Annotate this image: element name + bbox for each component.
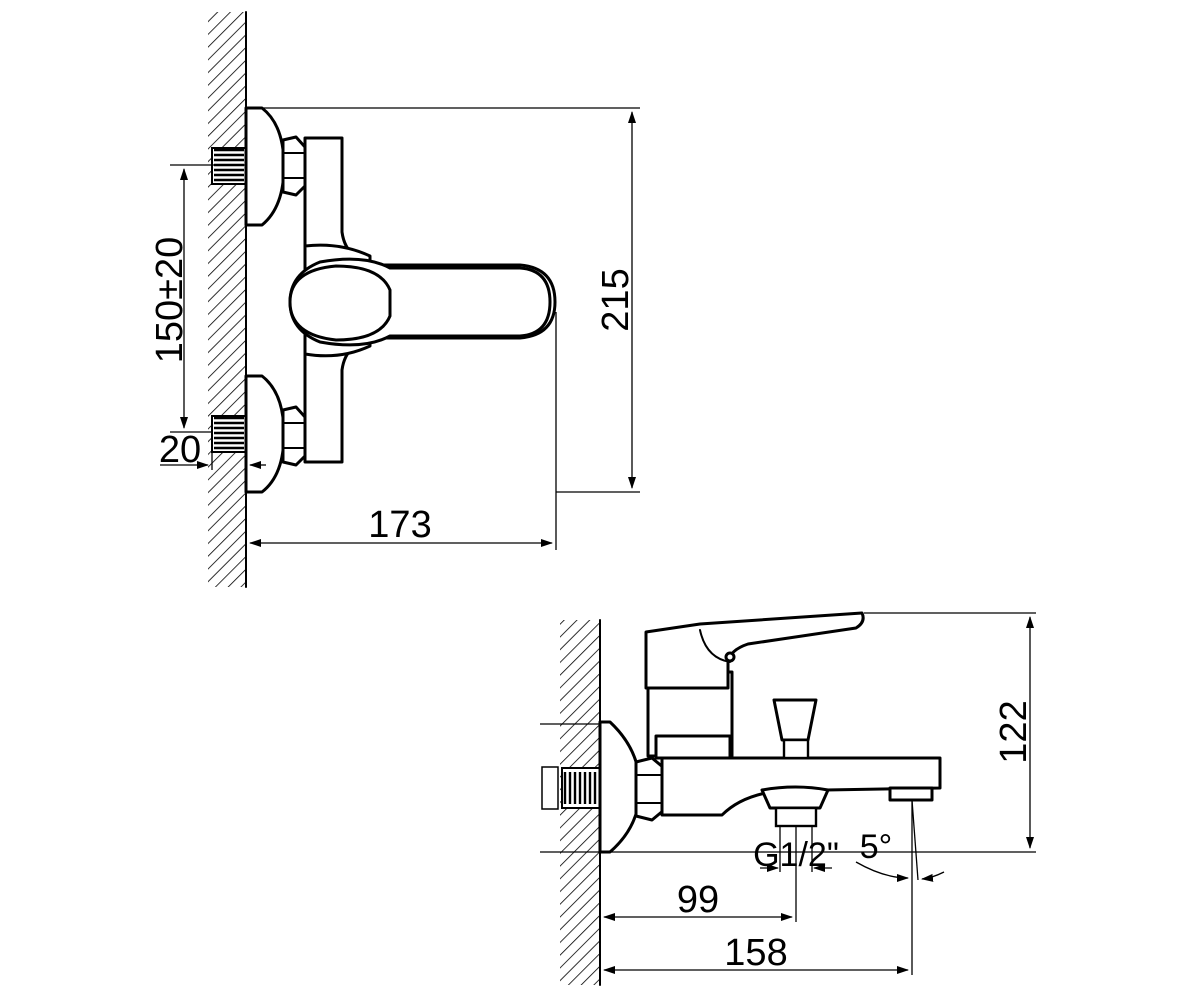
dimension-150-20: 150±20: [149, 164, 246, 433]
dimension-158-label: 158: [724, 932, 787, 974]
lever-handle-curve: [699, 629, 731, 663]
dimension-angle-label: 5°: [860, 828, 893, 866]
side-view: 122 G1/2" 5° 99 158: [540, 611, 1036, 986]
dimension-173: 173: [249, 312, 557, 550]
hex-nut-upper: [281, 135, 307, 197]
thread-connector-side: [541, 766, 601, 810]
thread-connector-upper: [211, 147, 247, 185]
dimension-150-20-label: 150±20: [149, 237, 191, 364]
dimension-122-label: 122: [993, 700, 1035, 763]
spout-underside-hub: [760, 785, 830, 810]
lever-handle-side: [644, 611, 865, 690]
escutcheon-side: [598, 720, 642, 854]
lever-pivot-screw: [724, 651, 736, 663]
escutcheon-lower: [244, 374, 286, 494]
thread-connector-lower: [211, 415, 247, 453]
dimension-173-label: 173: [368, 504, 431, 546]
dimension-20-label: 20: [159, 429, 201, 471]
escutcheon-upper: [244, 106, 286, 227]
diverter-connector: [774, 806, 818, 828]
dimension-99-label: 99: [677, 879, 719, 921]
cartridge-collar: [654, 734, 732, 760]
dimension-215-label: 215: [595, 268, 637, 331]
dimension-122: 122: [600, 612, 1036, 853]
hex-nut-side: [634, 756, 666, 822]
hex-nut-lower: [281, 405, 307, 467]
wall-top-view: [208, 11, 247, 588]
dimension-20: 20: [159, 429, 266, 471]
diverter-knob: [772, 698, 818, 760]
aerator-outlet: [888, 786, 934, 802]
top-view: 215 150±20 20 173: [149, 11, 640, 588]
dimension-99: 99: [599, 826, 797, 975]
dimension-215: 215: [256, 107, 640, 493]
lever-knob-top-view: [288, 264, 392, 342]
dimension-158: 158: [603, 880, 913, 975]
dimension-angle-5: 5°: [855, 799, 945, 882]
